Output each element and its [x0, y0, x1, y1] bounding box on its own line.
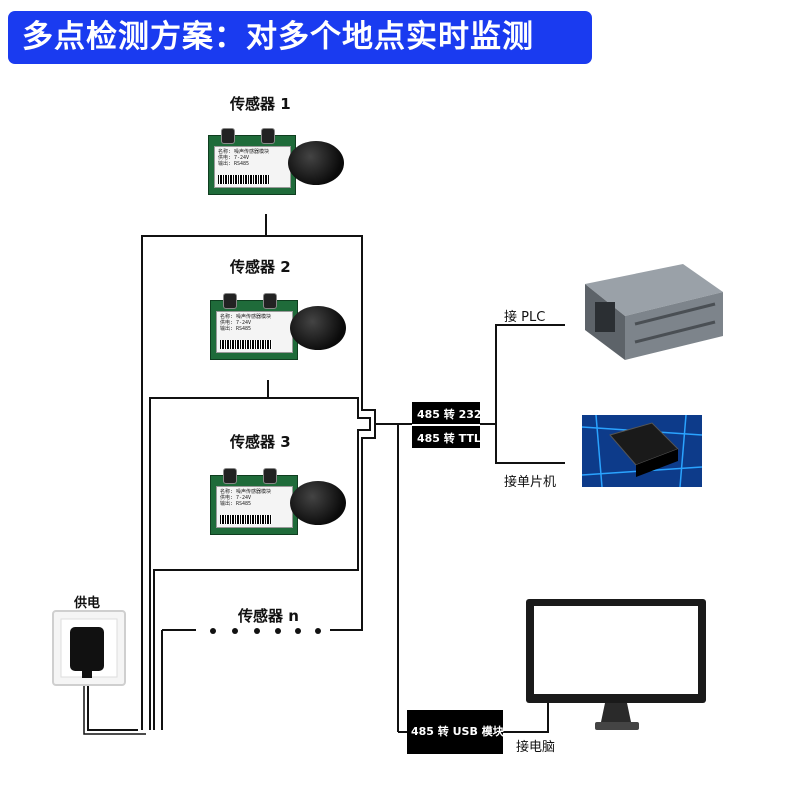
plc-icon — [585, 264, 723, 360]
sensor-n-dots — [210, 628, 321, 634]
sensor-board: 名称: 噪声传感器模块 供电: 7-24V 输出: RS485 — [210, 468, 298, 535]
capacitor-icon — [263, 468, 277, 484]
wire-power-bundle — [87, 680, 138, 731]
sensor-card: 名称: 噪声传感器模块 供电: 7-24V 输出: RS485 — [216, 311, 293, 353]
barcode-icon — [218, 175, 270, 184]
wire-to-mcu — [495, 424, 565, 464]
sensor-card: 名称: 噪声传感器模块 供电: 7-24V 输出: RS485 — [216, 486, 293, 528]
microcontroller-icon — [582, 415, 702, 487]
sensor-card: 名称: 噪声传感器模块 供电: 7-24V 输出: RS485 — [214, 146, 291, 188]
sensor-2-label: 传感器 2 — [230, 258, 291, 276]
microphone-icon — [290, 306, 346, 350]
microphone-icon — [290, 481, 346, 525]
wire-sensor-1 — [265, 214, 376, 631]
sensor-1-module: 名称: 噪声传感器模块 供电: 7-24V 输出: RS485 — [208, 128, 348, 199]
power-label: 供电 — [74, 596, 101, 611]
power-outlet-icon — [52, 610, 126, 686]
banner-title: 多点检测方案：对多个地点实时监测 — [22, 19, 534, 55]
capacitor-icon — [263, 293, 277, 309]
barcode-icon — [220, 515, 272, 524]
sensor-board: 名称: 噪声传感器模块 供电: 7-24V 输出: RS485 — [208, 128, 296, 195]
wire-to-plc — [495, 324, 565, 424]
wire-left-main — [141, 235, 266, 730]
sensor-3-label: 传感器 3 — [230, 433, 291, 451]
pc-label: 接电脑 — [516, 740, 556, 755]
converter-box: 485 转 232 485 转 TTL — [412, 402, 482, 448]
sensor-n-label: 传感器 n — [238, 607, 299, 625]
barcode-icon — [220, 340, 272, 349]
sensor-2-module: 名称: 噪声传感器模块 供电: 7-24V 输出: RS485 — [210, 293, 350, 364]
capacitor-icon — [261, 128, 275, 144]
sensor-3-module: 名称: 噪声传感器模块 供电: 7-24V 输出: RS485 — [210, 468, 350, 539]
wire-sensor-2 — [149, 380, 269, 730]
capacitor-icon — [223, 293, 237, 309]
title-banner: 多点检测方案：对多个地点实时监测 — [8, 11, 592, 64]
microphone-icon — [288, 141, 344, 185]
sensor-board: 名称: 噪声传感器模块 供电: 7-24V 输出: RS485 — [210, 293, 298, 360]
converter-232-label: 485 转 232 — [417, 408, 482, 421]
capacitor-icon — [223, 468, 237, 484]
capacitor-icon — [221, 128, 235, 144]
converter-ttl-label: 485 转 TTL — [417, 432, 481, 445]
monitor-icon — [526, 599, 706, 730]
usb-converter-box: 485 转 USB 模块 — [407, 710, 504, 754]
mcu-label: 接单片机 — [504, 475, 557, 490]
wire-to-pc — [502, 700, 549, 733]
sensor-1-label: 传感器 1 — [230, 95, 291, 113]
converter-usb-label: 485 转 USB 模块 — [411, 725, 504, 738]
plc-label: 接 PLC — [504, 310, 546, 325]
